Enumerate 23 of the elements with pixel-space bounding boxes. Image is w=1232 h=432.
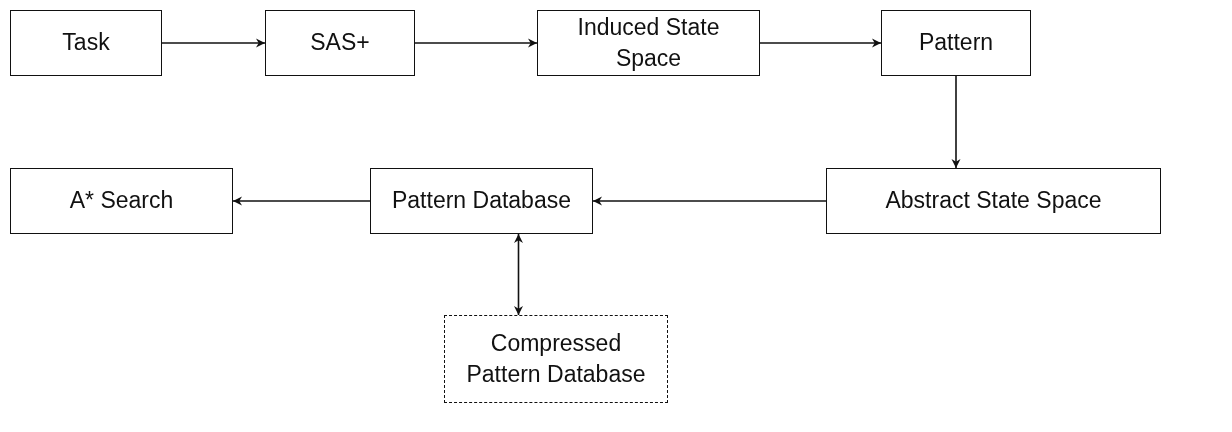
process-box: [444, 315, 668, 403]
box-label: Pattern: [918, 28, 994, 58]
box-label: A* Search: [69, 186, 174, 216]
arrow: [951, 75, 961, 169]
arrow: [414, 38, 538, 48]
process-box: [826, 168, 1161, 234]
arrow: [514, 233, 523, 316]
arrow: [232, 196, 371, 206]
process-box: [10, 10, 162, 76]
box-label: Pattern Database: [392, 186, 571, 216]
box-label: SAS+: [310, 28, 370, 58]
box-label: Task: [62, 28, 110, 58]
arrow: [592, 196, 827, 206]
process-box: [881, 10, 1031, 76]
arrow: [161, 38, 266, 48]
box-label: Induced State Space: [576, 12, 721, 73]
box-label: Compressed Pattern Database: [465, 328, 647, 389]
process-box: [370, 168, 593, 234]
process-box: [265, 10, 415, 76]
process-box: [10, 168, 233, 234]
box-label: Abstract State Space: [885, 186, 1102, 216]
arrow: [759, 38, 882, 48]
process-box: [537, 10, 760, 76]
